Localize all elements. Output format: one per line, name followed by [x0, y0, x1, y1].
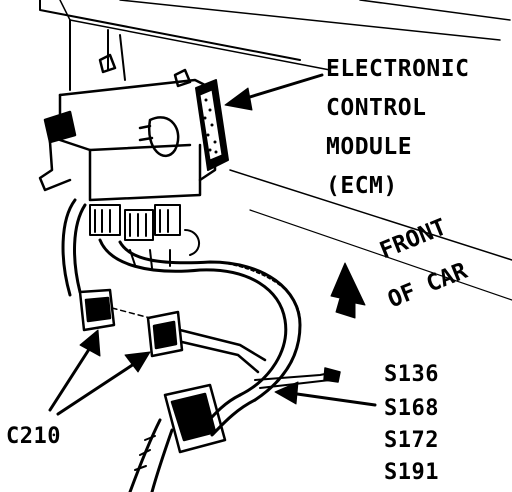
- lower-connector: [128, 383, 227, 492]
- ecm-connectors: [89, 204, 200, 256]
- splice-arrow-line: [288, 391, 377, 407]
- ecm-label-line-3: MODULE: [326, 134, 413, 160]
- splice-label-1: S136: [384, 362, 439, 387]
- c210-arrow-line-2: [56, 358, 142, 416]
- connector-c210: [78, 288, 267, 374]
- connector-label: C210: [6, 424, 61, 449]
- dashboard-panel: [39, 0, 512, 301]
- splice-arrowhead: [274, 381, 299, 405]
- c210-arrowhead-2: [124, 351, 151, 373]
- ecm-bracket: [38, 53, 217, 202]
- ecm-label-line-1: ELECTRONIC: [326, 56, 470, 82]
- ecm-arrow-line: [238, 73, 324, 102]
- splice-label-3: S172: [384, 428, 439, 453]
- splice-label-4: S191: [384, 460, 439, 485]
- ecm-label-line-4: (ECM): [326, 173, 398, 199]
- ecm-arrowhead: [224, 87, 253, 111]
- front-of-car-arrow: [330, 262, 366, 319]
- splice-label-2: S168: [384, 396, 439, 421]
- c210-arrowhead-1: [79, 329, 101, 357]
- leader-arrows: [48, 73, 377, 416]
- ecm-label-line-2: CONTROL: [326, 95, 427, 121]
- ecm-module: [195, 79, 229, 171]
- c210-arrow-line-1: [48, 338, 97, 412]
